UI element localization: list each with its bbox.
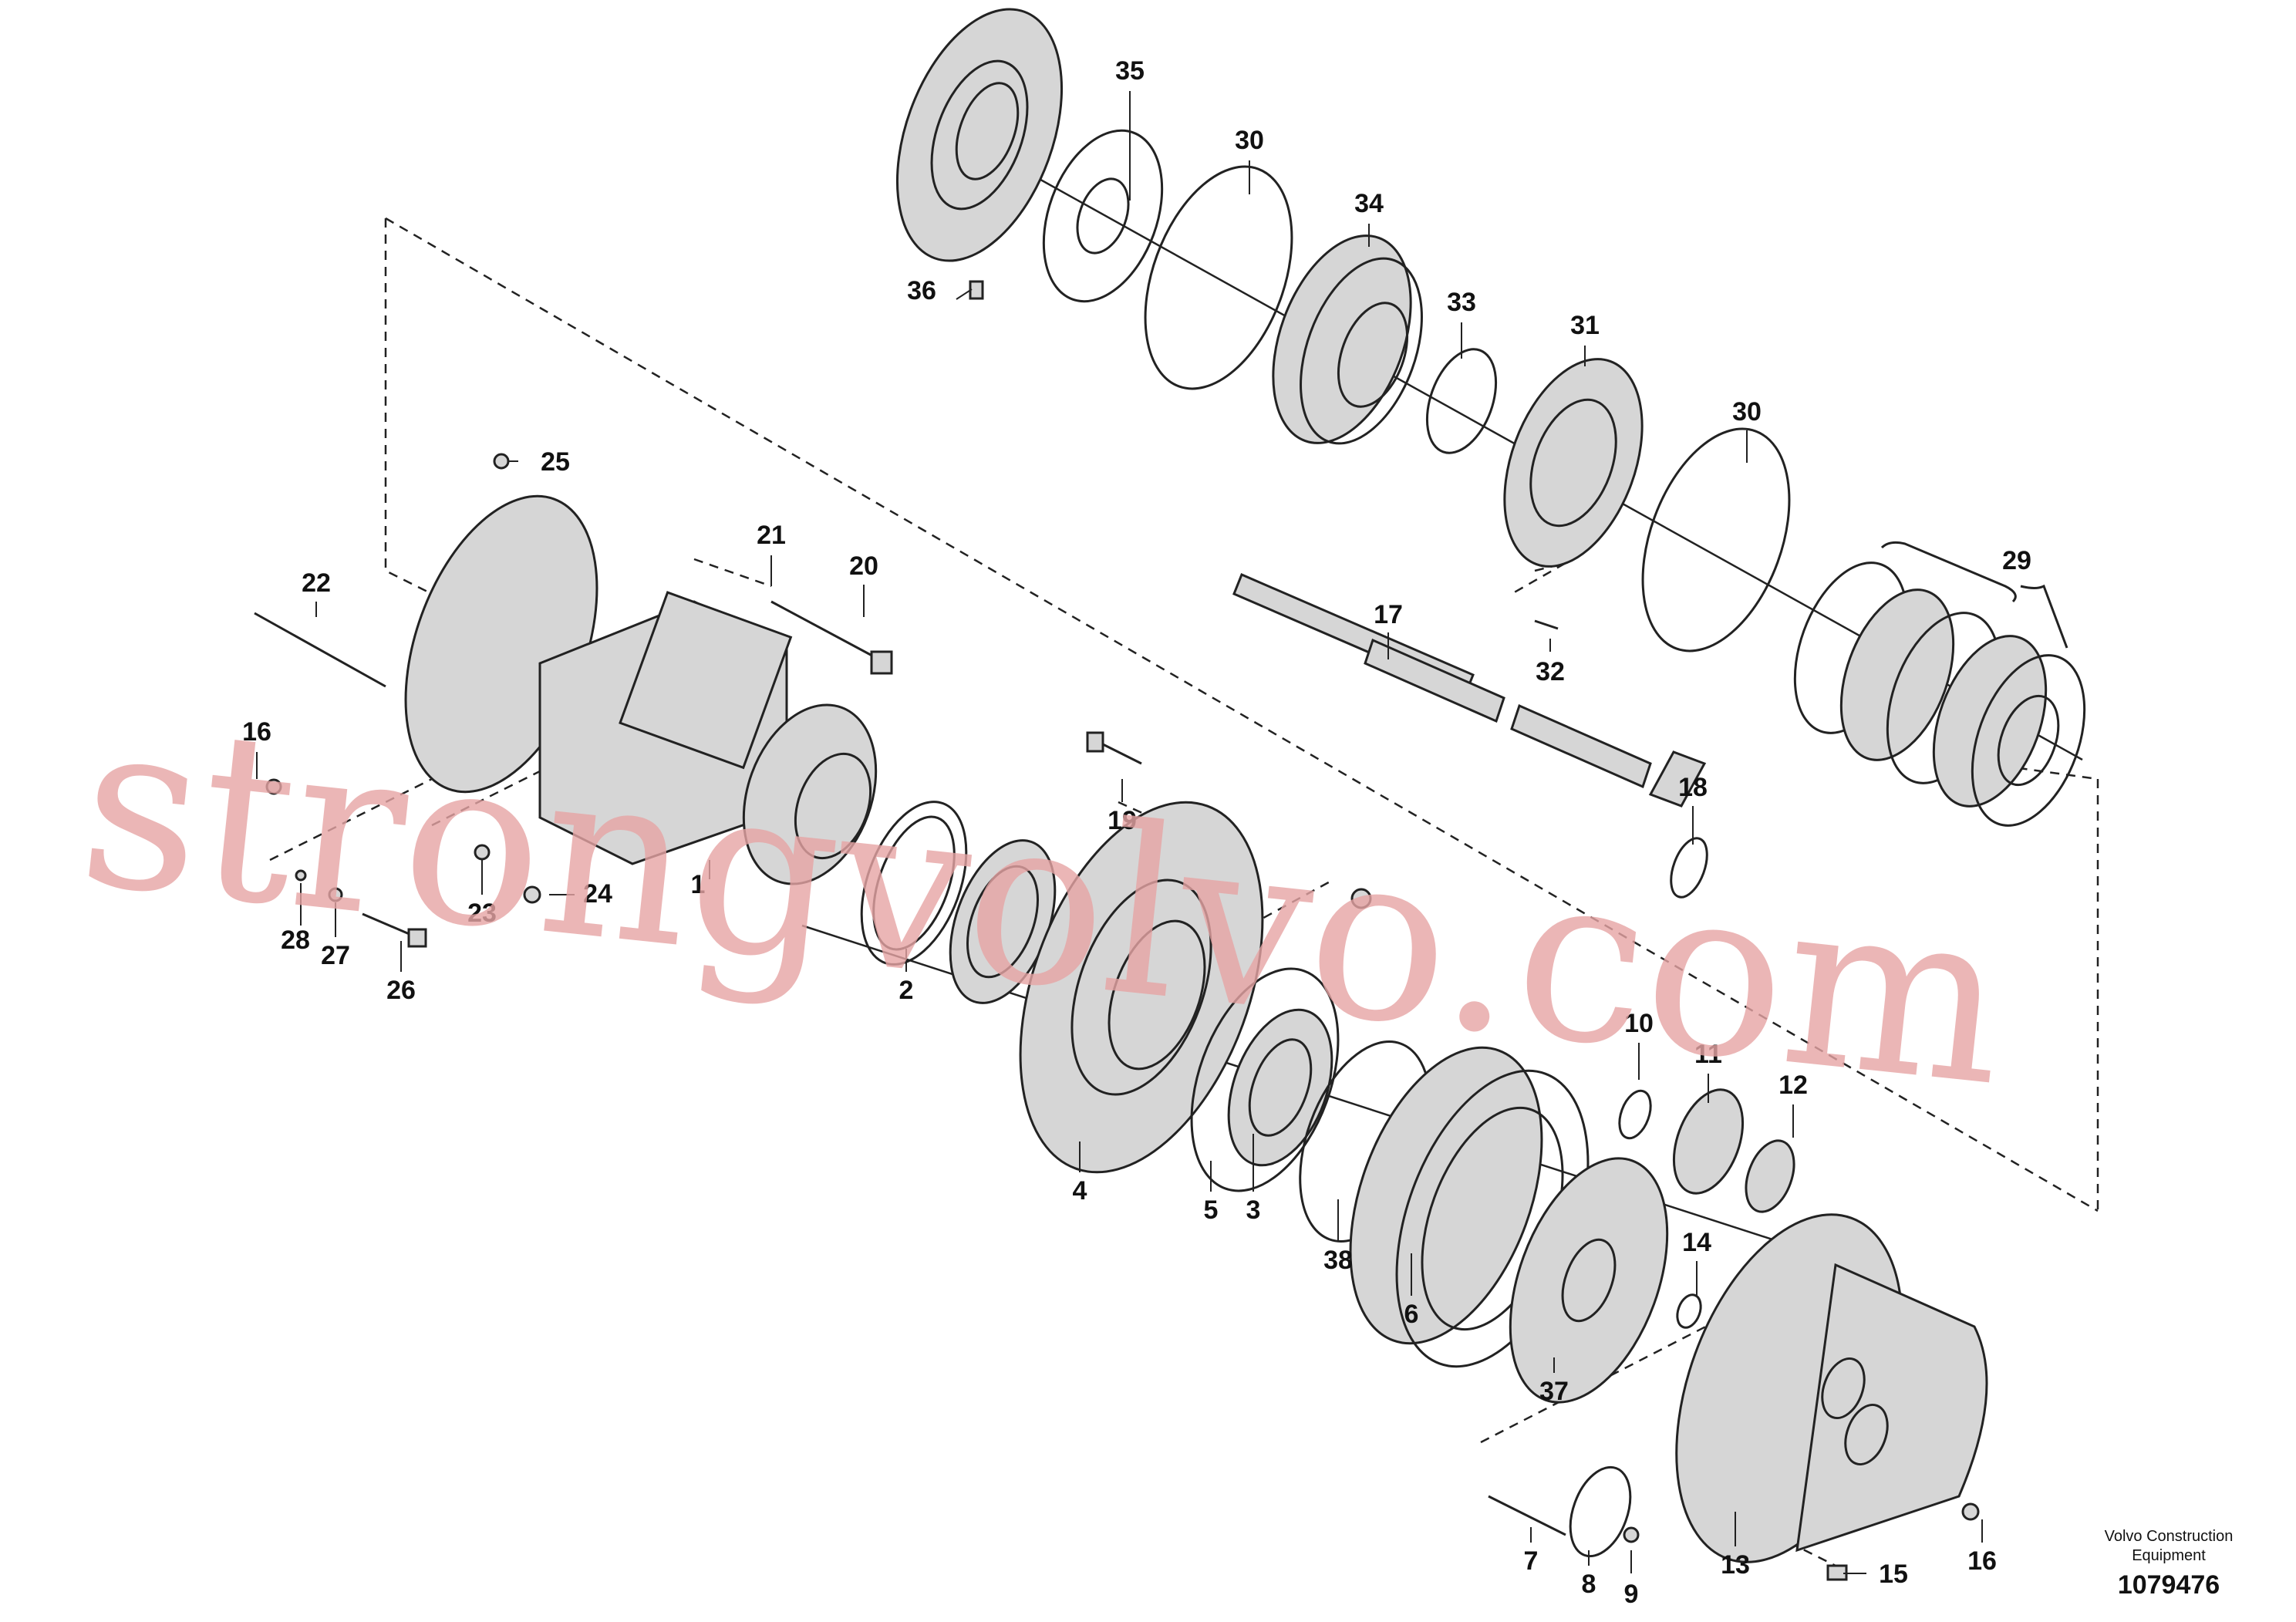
- callout-28: 28: [281, 926, 310, 955]
- callout-8: 8: [1582, 1570, 1596, 1599]
- callout-33: 33: [1447, 288, 1476, 317]
- piston-34: [1272, 234, 1423, 445]
- bolt-20: [770, 600, 893, 675]
- callout-6: 6: [1404, 1300, 1419, 1329]
- washer-14: [1676, 1293, 1702, 1329]
- callout-20: 20: [849, 551, 878, 581]
- callout-38: 38: [1323, 1246, 1353, 1275]
- callout-labels: 1 2 3 4 5 6 7 8 9 10 11 12 13 14 15 16 1…: [242, 56, 2031, 1609]
- callout-26: 26: [386, 976, 416, 1005]
- callout-29: 29: [2002, 546, 2031, 575]
- ring-5: [1190, 967, 1340, 1192]
- plate-31: [1503, 358, 1644, 568]
- credit-line-2: Equipment: [2132, 1547, 2206, 1564]
- pin-32: [1534, 619, 1559, 630]
- planet-cover-13: [1675, 1213, 1988, 1563]
- shaft-17: [1232, 573, 1707, 808]
- credit-block: Volvo Construction Equipment 1079476: [2105, 1528, 2234, 1600]
- plate-8: [1569, 1465, 1632, 1558]
- callout-32: 32: [1536, 657, 1565, 686]
- o-ring-30-top: [1144, 165, 1293, 390]
- callout-16-right: 16: [1967, 1546, 1997, 1576]
- callout-10: 10: [1624, 1009, 1654, 1038]
- circlip-18: [1670, 837, 1708, 899]
- callout-35: 35: [1115, 56, 1145, 86]
- planet-gear-set: [1618, 1088, 1795, 1213]
- document-number: 1079476: [2118, 1570, 2220, 1600]
- callout-27: 27: [321, 941, 350, 970]
- callout-5: 5: [1204, 1195, 1219, 1225]
- callout-2: 2: [899, 976, 914, 1005]
- planet-carrier-37: [1509, 1157, 1669, 1404]
- callout-23: 23: [467, 899, 497, 928]
- callout-13: 13: [1721, 1550, 1750, 1580]
- callout-3: 3: [1246, 1195, 1261, 1225]
- hub-4: [1019, 801, 1264, 1174]
- callout-25: 25: [541, 447, 570, 477]
- callout-11: 11: [1694, 1040, 1722, 1069]
- callout-16-left: 16: [242, 717, 271, 747]
- callout-37: 37: [1539, 1377, 1569, 1406]
- disc-pack-29: [1793, 541, 2086, 827]
- callout-21: 21: [757, 521, 786, 550]
- callout-7: 7: [1524, 1546, 1539, 1576]
- plug-25: [493, 453, 510, 470]
- callout-22: 22: [302, 568, 331, 598]
- plug-16-right: [1961, 1502, 1980, 1521]
- stud-7: [1488, 1495, 1566, 1536]
- stud-22: [254, 612, 386, 688]
- callout-18: 18: [1678, 773, 1708, 802]
- callout-19: 19: [1108, 806, 1137, 835]
- bolt-19: [1086, 731, 1142, 765]
- callout-9: 9: [1624, 1580, 1639, 1609]
- callout-30-right: 30: [1732, 397, 1762, 427]
- callout-36: 36: [907, 276, 936, 305]
- nut-9: [1623, 1526, 1640, 1543]
- callout-24: 24: [583, 879, 612, 909]
- callout-17: 17: [1374, 600, 1403, 629]
- callout-30-top: 30: [1235, 126, 1264, 155]
- o-ring-33: [1425, 348, 1498, 454]
- left-fasteners: [265, 778, 1372, 948]
- callout-14: 14: [1682, 1228, 1711, 1257]
- callout-34: 34: [1354, 189, 1384, 218]
- callout-15: 15: [1879, 1560, 1908, 1589]
- ring-gear-6: [1349, 1046, 1590, 1368]
- o-ring-30-right: [1641, 427, 1791, 653]
- seal-2: [860, 801, 968, 966]
- screw-36: [969, 280, 984, 300]
- brake-housing-flange: [895, 8, 1064, 262]
- credit-line-1: Volvo Construction: [2105, 1528, 2234, 1545]
- callout-4: 4: [1073, 1176, 1087, 1206]
- thrust-washer-35: [1042, 129, 1164, 303]
- axle-housing-1: [404, 494, 878, 885]
- leader-lines: [256, 91, 1983, 1574]
- callout-1: 1: [691, 870, 706, 899]
- callout-31: 31: [1570, 311, 1600, 340]
- callout-12: 12: [1778, 1071, 1808, 1100]
